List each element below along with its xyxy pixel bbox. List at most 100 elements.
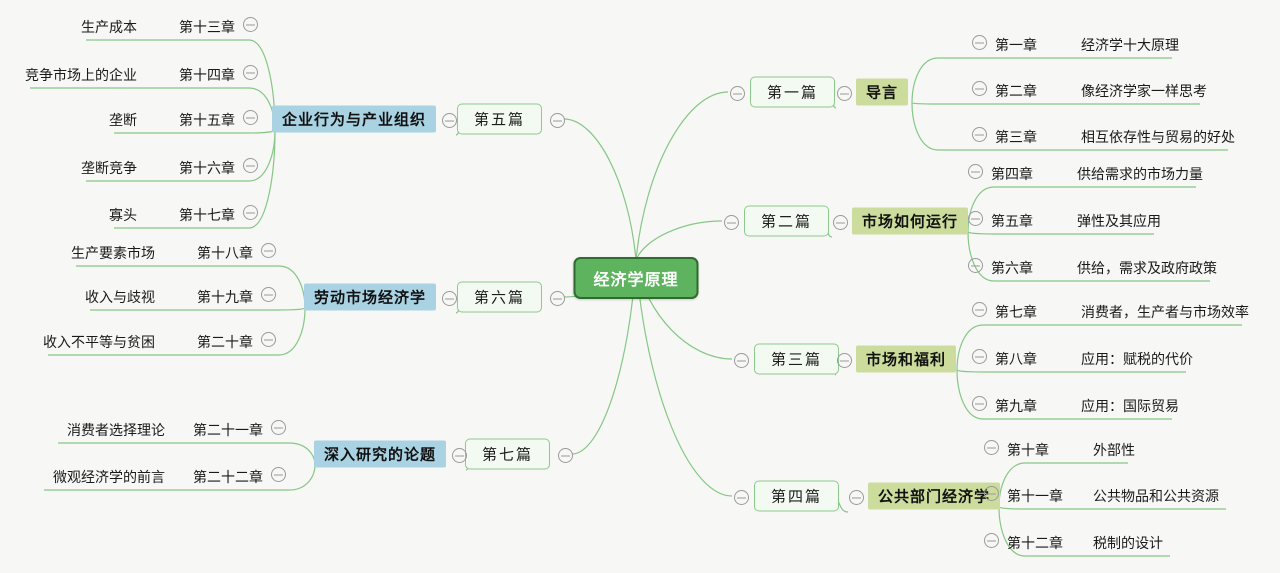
chapter-title: 收入与歧视 xyxy=(85,291,155,306)
chapter-number: 第七章 xyxy=(995,306,1037,321)
chapter-number: 第二章 xyxy=(995,85,1037,100)
chapter-number: 第三章 xyxy=(995,131,1037,146)
chapter-number: 第十章 xyxy=(1007,444,1049,459)
chapter-row[interactable]: 第十二章 税制的设计 xyxy=(984,533,1163,553)
collapse-toggle-chapter[interactable] xyxy=(243,65,258,80)
collapse-toggle-第五篇[interactable] xyxy=(550,113,565,128)
chapter-title: 收入不平等与贫困 xyxy=(43,336,155,351)
chapter-row[interactable]: 第十一章 公共物品和公共资源 xyxy=(984,486,1219,506)
chapter-row[interactable]: 第三章相互依存性与贸易的好处 xyxy=(972,127,1235,147)
collapse-toggle-chapter[interactable] xyxy=(261,332,276,347)
collapse-toggle-chapter[interactable] xyxy=(243,17,258,32)
collapse-toggle-第七篇[interactable] xyxy=(558,448,573,463)
collapse-toggle-第二篇[interactable] xyxy=(724,215,739,230)
collapse-toggle-chapter[interactable] xyxy=(972,35,987,50)
collapse-toggle-第四篇[interactable] xyxy=(734,490,749,505)
part-node-第五篇[interactable]: 第五篇 xyxy=(456,103,542,135)
chapter-row[interactable]: 收入与歧视 第十九章 xyxy=(85,287,276,307)
root-node[interactable]: 经济学原理 xyxy=(573,257,699,299)
chapter-row[interactable]: 第五章弹性及其应用 xyxy=(968,211,1161,231)
chapter-row[interactable]: 第八章 应用：赋税的代价 xyxy=(972,349,1193,369)
topic-node-第七篇[interactable]: 深入研究的论题 xyxy=(313,440,446,468)
chapter-row[interactable]: 寡头第十七章 xyxy=(109,205,258,225)
collapse-toggle-topic-第七篇[interactable] xyxy=(452,448,467,463)
collapse-toggle-chapter[interactable] xyxy=(271,467,286,482)
chapter-row[interactable]: 收入不平等与贫困 第二十章 xyxy=(43,332,276,352)
chapter-number: 第四章 xyxy=(991,168,1033,183)
collapse-toggle-chapter[interactable] xyxy=(243,158,258,173)
collapse-toggle-topic-第一篇[interactable] xyxy=(837,86,852,101)
collapse-toggle-chapter[interactable] xyxy=(968,258,983,273)
collapse-toggle-topic-第五篇[interactable] xyxy=(442,113,457,128)
chapter-title: 应用：赋税的代价 xyxy=(1081,353,1193,368)
part-node-第一篇[interactable]: 第一篇 xyxy=(750,76,836,108)
part-node-第六篇[interactable]: 第六篇 xyxy=(456,281,542,313)
chapter-number: 第十二章 xyxy=(1007,537,1063,552)
chapter-number: 第二十二章 xyxy=(193,471,263,486)
part-node-第二篇[interactable]: 第二篇 xyxy=(744,205,830,237)
collapse-toggle-第六篇[interactable] xyxy=(550,291,565,306)
collapse-toggle-chapter[interactable] xyxy=(972,302,987,317)
chapter-title: 供给需求的市场力量 xyxy=(1077,168,1203,183)
chapter-row[interactable]: 竞争市场上的企业第十四章 xyxy=(25,65,258,85)
chapter-title: 公共物品和公共资源 xyxy=(1093,490,1219,505)
chapter-number: 第十九章 xyxy=(197,291,253,306)
collapse-toggle-chapter[interactable] xyxy=(984,440,999,455)
chapter-row[interactable]: 第七章消费者，生产者与市场效率 xyxy=(972,302,1249,322)
chapter-number: 第一章 xyxy=(995,39,1037,54)
chapter-number: 第十八章 xyxy=(197,247,253,262)
chapter-number: 第二十章 xyxy=(197,336,253,351)
chapter-row[interactable]: 垄断 第十五章 xyxy=(109,110,258,130)
chapter-row[interactable]: 第四章 供给需求的市场力量 xyxy=(968,164,1203,184)
chapter-title: 税制的设计 xyxy=(1093,537,1163,552)
chapter-row[interactable]: 第十章外部性 xyxy=(984,440,1135,460)
collapse-toggle-chapter[interactable] xyxy=(972,127,987,142)
chapter-title: 垄断 xyxy=(109,114,137,129)
collapse-toggle-chapter[interactable] xyxy=(968,164,983,179)
chapter-row[interactable]: 第一章经济学十大原理 xyxy=(972,35,1179,55)
collapse-toggle-chapter[interactable] xyxy=(984,486,999,501)
collapse-toggle-topic-第四篇[interactable] xyxy=(849,490,864,505)
topic-node-第五篇[interactable]: 企业行为与产业组织 xyxy=(271,105,436,133)
chapter-number: 第十七章 xyxy=(179,209,235,224)
topic-node-第一篇[interactable]: 导言 xyxy=(856,78,909,106)
part-node-第三篇[interactable]: 第三篇 xyxy=(754,343,840,375)
chapter-row[interactable]: 微观经济学的前言第二十二章 xyxy=(53,467,286,487)
collapse-toggle-chapter[interactable] xyxy=(972,349,987,364)
chapter-row[interactable]: 垄断竞争第十六章 xyxy=(81,158,258,178)
chapter-number: 第十三章 xyxy=(179,21,235,36)
collapse-toggle-chapter[interactable] xyxy=(271,420,286,435)
collapse-toggle-第一篇[interactable] xyxy=(730,86,745,101)
collapse-toggle-chapter[interactable] xyxy=(972,396,987,411)
collapse-toggle-chapter[interactable] xyxy=(261,287,276,302)
chapter-row[interactable]: 第九章应用：国际贸易 xyxy=(972,396,1179,416)
chapter-row[interactable]: 生产成本 第十三章 xyxy=(81,17,258,37)
chapter-row[interactable]: 第二章 像经济学家一样思考 xyxy=(972,81,1207,101)
collapse-toggle-chapter[interactable] xyxy=(968,211,983,226)
collapse-toggle-chapter[interactable] xyxy=(972,81,987,96)
topic-node-第四篇[interactable]: 公共部门经济学 xyxy=(868,482,1001,510)
part-node-第四篇[interactable]: 第四篇 xyxy=(754,480,840,512)
chapter-title: 像经济学家一样思考 xyxy=(1081,85,1207,100)
collapse-toggle-第三篇[interactable] xyxy=(734,353,749,368)
chapter-title: 生产成本 xyxy=(81,21,137,36)
chapter-number: 第八章 xyxy=(995,353,1037,368)
topic-node-第三篇[interactable]: 市场和福利 xyxy=(856,345,957,373)
collapse-toggle-chapter[interactable] xyxy=(984,533,999,548)
collapse-toggle-chapter[interactable] xyxy=(261,243,276,258)
chapter-row[interactable]: 第六章供给，需求及政府政策 xyxy=(968,258,1217,278)
collapse-toggle-topic-第六篇[interactable] xyxy=(442,291,457,306)
chapter-number: 第十五章 xyxy=(179,114,235,129)
part-node-第七篇[interactable]: 第七篇 xyxy=(464,438,550,470)
topic-node-第二篇[interactable]: 市场如何运行 xyxy=(852,207,969,235)
chapter-row[interactable]: 生产要素市场第十八章 xyxy=(71,243,276,263)
collapse-toggle-topic-第二篇[interactable] xyxy=(833,215,848,230)
collapse-toggle-chapter[interactable] xyxy=(243,205,258,220)
chapter-number: 第十四章 xyxy=(179,69,235,84)
collapse-toggle-chapter[interactable] xyxy=(243,110,258,125)
collapse-toggle-topic-第三篇[interactable] xyxy=(837,353,852,368)
chapter-number: 第十一章 xyxy=(1007,490,1063,505)
topic-node-第六篇[interactable]: 劳动市场经济学 xyxy=(303,283,436,311)
chapter-row[interactable]: 消费者选择理论第二十一章 xyxy=(67,420,286,440)
